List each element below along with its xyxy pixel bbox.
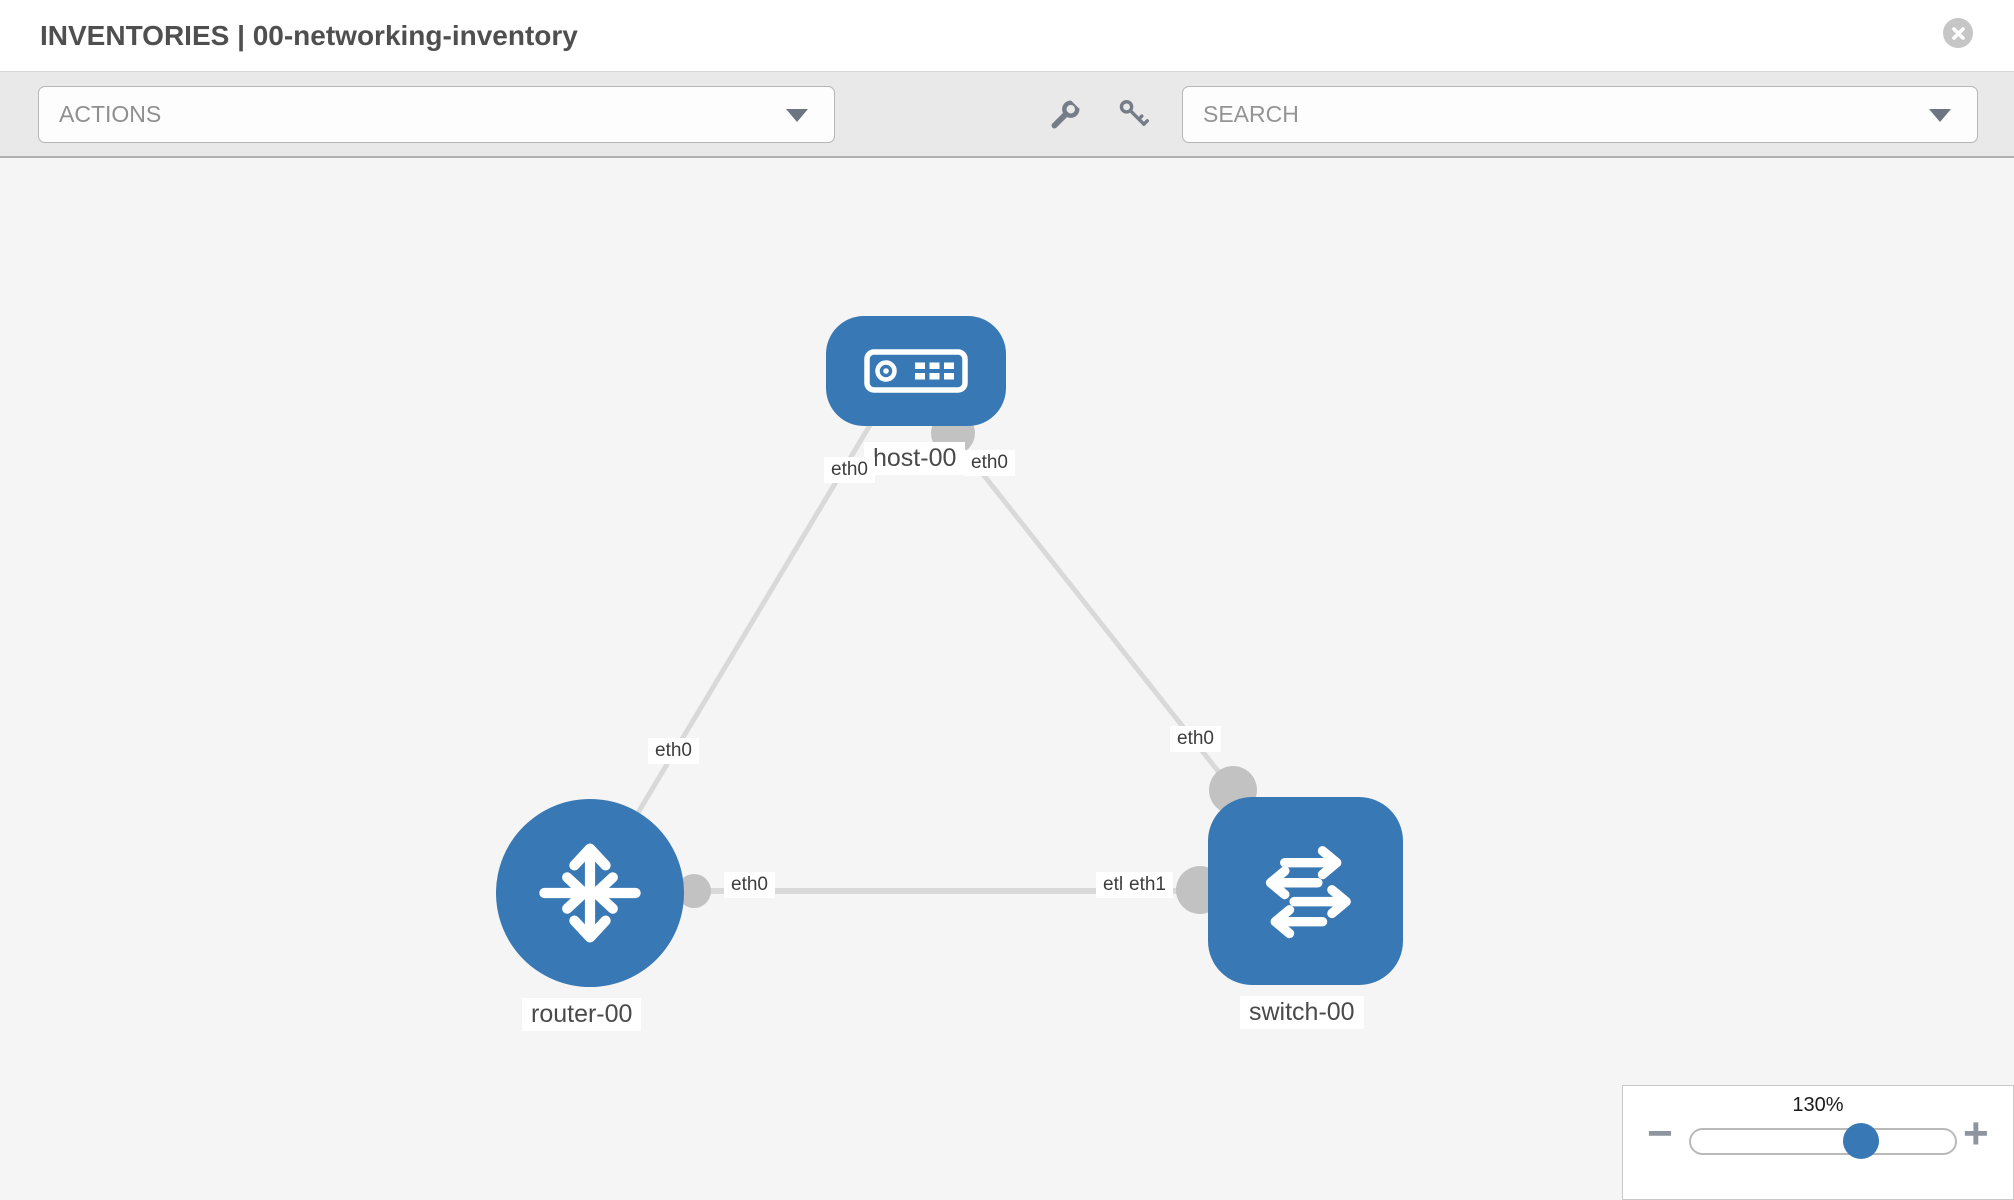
chevron-down-icon [786,109,808,122]
close-icon [1951,26,1965,40]
topology-wires [587,411,1257,914]
key-icon[interactable] [1116,97,1150,131]
interface-label-host-eth0-right: eth0 [964,450,1015,476]
node-label-switch[interactable]: switch-00 [1240,996,1364,1029]
zoom-slider-thumb[interactable] [1843,1123,1879,1159]
topology-canvas[interactable]: host-00 router-00 switch-00 eth0 eth0 et… [0,158,2014,1200]
node-label-router[interactable]: router-00 [522,998,642,1031]
host-icon [864,349,968,393]
router-icon [539,843,641,943]
toolbar: ACTIONS [0,72,2014,158]
chevron-down-icon[interactable] [1929,109,1951,122]
node-switch-00[interactable] [1208,797,1403,985]
interface-label-host-eth0-left: eth0 [824,457,875,483]
interface-label-switch-eth0: eth0 [1170,726,1221,752]
actions-dropdown[interactable]: ACTIONS [38,86,835,143]
interface-label-router-link-eth0: eth0 [648,738,699,764]
page-title: INVENTORIES | 00-networking-inventory [40,20,578,51]
zoom-out-button[interactable]: − [1647,1109,1673,1158]
zoom-in-button[interactable]: + [1963,1109,1989,1158]
search-input[interactable] [1183,87,1923,142]
switch-icon [1265,846,1351,939]
port-router-eth0[interactable] [677,874,711,908]
zoom-level-value: 130% [1792,1094,1844,1116]
header-bar: INVENTORIES | 00-networking-inventory [0,0,2014,72]
node-label-host[interactable]: host-00 [864,442,966,475]
close-button[interactable] [1943,18,1973,48]
zoom-control-panel: 130% − + [1622,1085,2014,1200]
node-host-00[interactable] [826,316,1006,426]
search-box [1182,86,1978,143]
interface-label-router-eth0: eth0 [724,872,775,898]
node-router-00[interactable] [496,799,684,987]
interface-label-switch-eth1: eth1 [1122,872,1173,898]
actions-dropdown-label: ACTIONS [59,101,162,127]
wrench-icon[interactable] [1049,97,1083,131]
zoom-slider[interactable] [1689,1123,1957,1159]
